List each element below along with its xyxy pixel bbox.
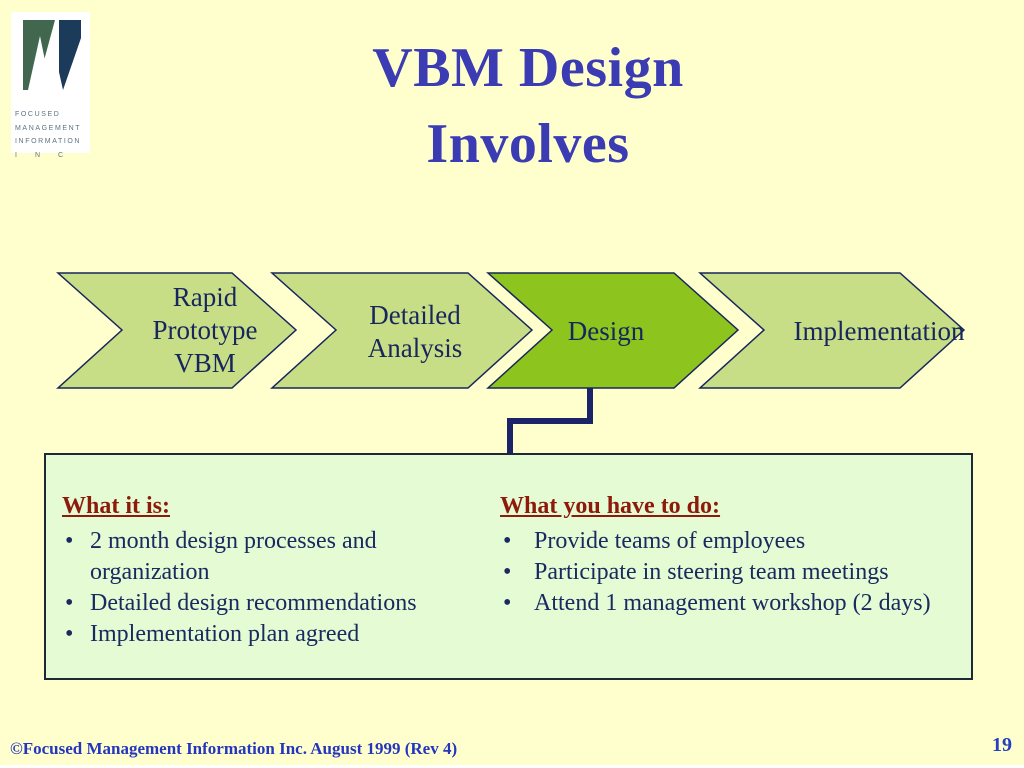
slide-title-line2: Involves [426, 113, 630, 175]
logo-text: FOCUSED MANAGEMENT INFORMATION INC [15, 108, 87, 162]
logo-text-line: FOCUSED [15, 111, 61, 118]
logo-text-line: INC [15, 151, 82, 159]
connector-elbow-segment [587, 388, 593, 424]
slide-title-line1: VBM Design [372, 37, 684, 99]
page-number: 19 [992, 734, 1012, 756]
footer-copyright: ©Focused Management Information Inc. Aug… [10, 739, 458, 758]
what-it-is-list: 2 month design processes and organizatio… [62, 526, 422, 650]
what-you-have-to-do-heading: What you have to do: [500, 493, 721, 519]
what-you-have-to-do-list: Provide teams of employees Participate i… [500, 526, 970, 619]
step-label-line: Rapid [172, 282, 238, 312]
step-label-line: Prototype [152, 315, 258, 345]
chevron-step-detailed-analysis [270, 272, 534, 389]
step-label-rapid-prototype-vbm: Rapid Prototype VBM [115, 281, 295, 380]
step-label-line: Analysis [367, 333, 463, 363]
logo-mark-icon [23, 20, 81, 90]
list-item: 2 month design processes and organizatio… [62, 526, 422, 588]
process-flow-diagram [56, 272, 966, 389]
chevron-step-rapid-prototype-vbm [56, 272, 298, 389]
step-label-line: Detailed [369, 300, 461, 330]
slide-title: VBM Design Involves [96, 30, 960, 182]
details-panel: What it is: 2 month design processes and… [44, 453, 973, 680]
list-item: Provide teams of employees [500, 526, 970, 557]
what-you-have-to-do-column: What you have to do: Provide teams of em… [500, 491, 970, 619]
step-label-design: Design [516, 315, 696, 348]
company-logo: FOCUSED MANAGEMENT INFORMATION INC [11, 12, 90, 159]
step-label-line: VBM [174, 348, 236, 378]
chevron-step-design [486, 272, 740, 389]
what-it-is-heading: What it is: [62, 493, 170, 519]
step-label-detailed-analysis: Detailed Analysis [325, 299, 505, 365]
what-it-is-column: What it is: 2 month design processes and… [62, 491, 422, 650]
step-label-line: Design [567, 316, 645, 346]
step-label-line: Implementation [793, 316, 965, 346]
connector-elbow-segment [507, 418, 593, 424]
chevron-step-implementation [698, 272, 966, 389]
list-item: Participate in steering team meetings [500, 557, 970, 588]
list-item: Detailed design recommendations [62, 588, 422, 619]
logo-text-line: INFORMATION [15, 138, 82, 145]
list-item: Attend 1 management workshop (2 days) [500, 588, 970, 619]
connector-elbow-segment [507, 418, 513, 455]
logo-text-line: MANAGEMENT [15, 124, 82, 132]
step-label-implementation: Implementation [779, 315, 979, 348]
slide-bottom-edge [0, 765, 1024, 768]
list-item: Implementation plan agreed [62, 619, 422, 650]
